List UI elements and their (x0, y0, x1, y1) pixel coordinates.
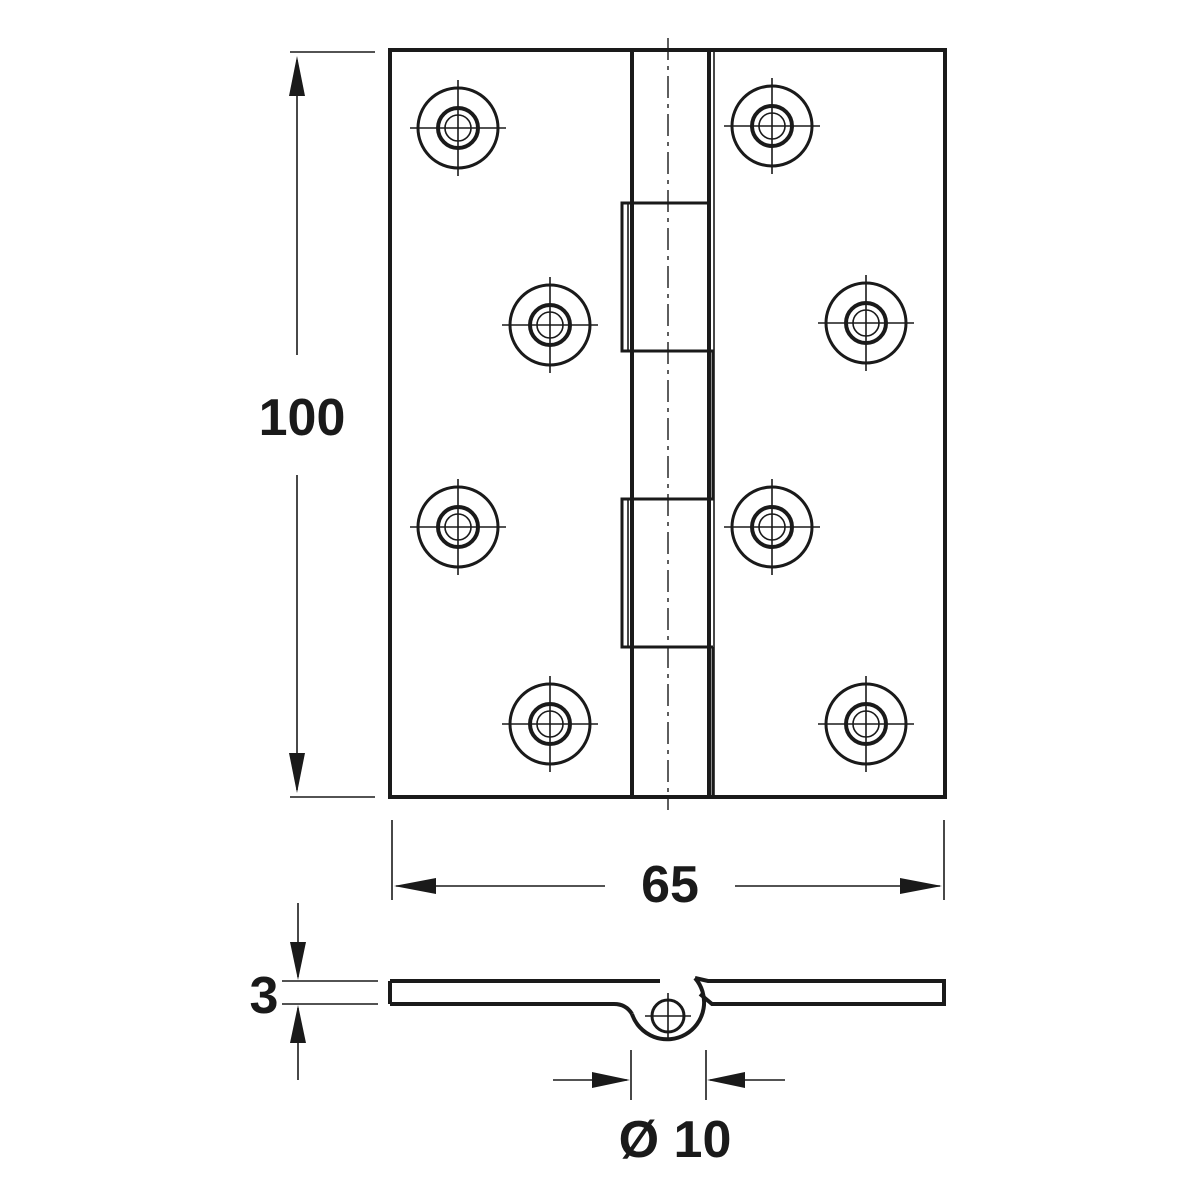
thickness-dimension: 3 (250, 903, 378, 1080)
screw-hole (818, 275, 914, 371)
knuckle-segments (620, 201, 715, 797)
knuckle-2 (620, 201, 711, 353)
screw-hole (410, 80, 506, 176)
height-label: 100 (259, 389, 346, 447)
arrow-right-icon (900, 878, 942, 894)
hinge-front-view (388, 38, 947, 810)
screw-hole (502, 676, 598, 772)
screw-hole (724, 78, 820, 174)
arrow-down-icon (289, 753, 305, 793)
knuckle-3 (630, 349, 715, 501)
width-dimension: 65 (391, 820, 945, 914)
thickness-label: 3 (250, 967, 279, 1025)
diameter-dimension: Ø 10 (553, 1050, 785, 1169)
arrow-up-icon (289, 56, 305, 96)
arrow-left-icon (707, 1072, 745, 1088)
arrow-down-icon (290, 942, 306, 980)
screw-holes (410, 78, 914, 772)
height-dimension: 100 (259, 51, 375, 798)
screw-hole (818, 676, 914, 772)
width-label: 65 (641, 856, 699, 914)
screw-hole (410, 479, 506, 575)
screw-hole (724, 479, 820, 575)
hinge-side-view (388, 976, 946, 1042)
knuckle-4 (620, 497, 711, 649)
diameter-label: Ø 10 (619, 1111, 732, 1169)
arrow-left-icon (394, 878, 436, 894)
arrow-up-icon (290, 1005, 306, 1043)
arrow-right-icon (592, 1072, 630, 1088)
screw-hole (502, 277, 598, 373)
